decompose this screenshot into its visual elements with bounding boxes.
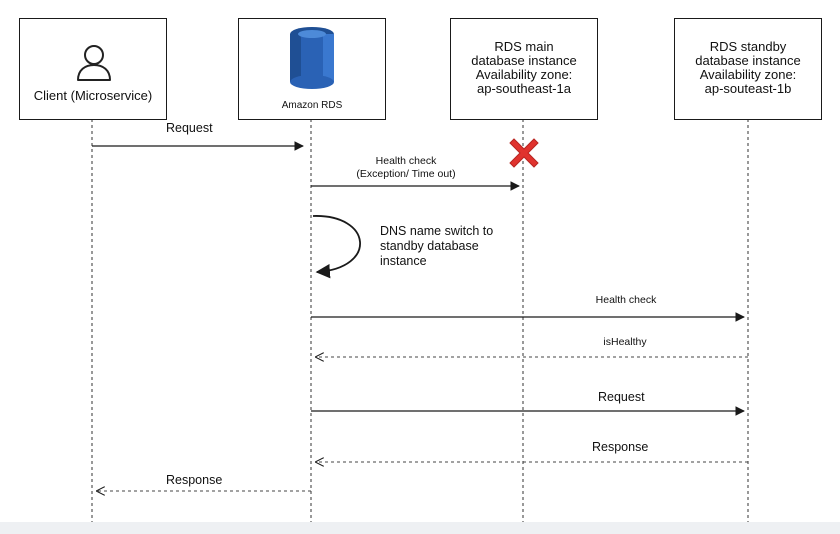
dns-switch-self-arrow — [312, 215, 361, 279]
main-db-label: RDS main database instance Availability … — [471, 39, 577, 96]
request-1-label: Request — [166, 121, 213, 135]
user-icon — [77, 45, 111, 81]
red-x-icon — [509, 138, 539, 168]
is-healthy-label: isHealthy — [603, 336, 647, 348]
rds-actor: Amazon RDS — [238, 18, 386, 120]
client-label: Client (Microservice) — [33, 88, 153, 103]
response-2-label: Response — [166, 473, 223, 487]
bottom-band — [0, 522, 840, 534]
request-2-label: Request — [598, 390, 645, 404]
client-actor: Client (Microservice) — [19, 18, 167, 120]
rds-label: Amazon RDS — [281, 100, 343, 111]
main-db-actor: RDS main database instance Availability … — [450, 18, 598, 120]
response-1-label: Response — [592, 440, 649, 454]
standby-db-label: RDS standby database instance Availabili… — [695, 39, 801, 96]
health-check-2-label: Health check — [595, 294, 657, 306]
amazon-rds-logo — [290, 27, 334, 89]
health-check-1-label: Health check (Exception/ Time out) — [356, 155, 456, 180]
standby-db-actor: RDS standby database instance Availabili… — [674, 18, 822, 120]
dns-switch-label: DNS name switch to standby database inst… — [380, 224, 494, 268]
